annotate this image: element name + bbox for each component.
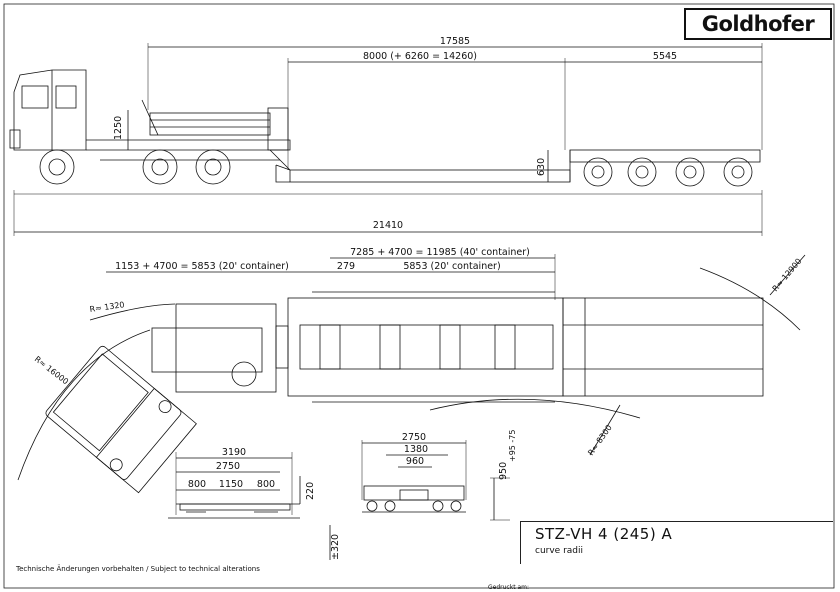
label-1250: 1250 [113, 116, 124, 140]
gooseneck-plan [151, 303, 289, 393]
tractor-side [9, 69, 291, 185]
label-1380: 1380 [404, 444, 428, 455]
label-950: 950 [498, 462, 509, 480]
label-20-container-right: 5853 (20' container) [403, 261, 500, 272]
arc-16000 [17, 329, 151, 481]
label-17585: 17585 [440, 36, 470, 47]
title-block: STZ-VH 4 (245) A curve radii [520, 521, 833, 564]
label-1150: 1150 [219, 479, 243, 490]
label-320: ±320 [330, 534, 341, 560]
tractor-plan [45, 345, 197, 494]
label-3190: 3190 [222, 447, 246, 458]
goldhofer-logo: Goldhofer [684, 8, 832, 40]
label-20-container-left: 1153 + 4700 = 5853 (20' container) [115, 261, 289, 272]
logo-text: Goldhofer [701, 12, 815, 36]
label-21410: 21410 [373, 220, 403, 231]
label-40-container: 7285 + 4700 = 11985 (40' container) [350, 247, 530, 258]
label-radius-12900: R≈ 12900 [771, 257, 804, 294]
footer-note: Technische Änderungen vorbehalten / Subj… [16, 565, 260, 573]
label-2750-right: 2750 [402, 432, 426, 443]
label-960: 960 [406, 456, 424, 467]
arc-12900 [699, 267, 801, 331]
rear-view-left [168, 452, 301, 519]
label-radius-16000: R≈ 16000 [33, 354, 70, 386]
label-800-a: 800 [188, 479, 206, 490]
label-630: 630 [536, 158, 547, 176]
arc-8300 [429, 398, 641, 419]
lowbed-side [269, 149, 761, 187]
model-title: STZ-VH 4 (245) A [535, 525, 673, 543]
label-800-b: 800 [257, 479, 275, 490]
label-deck-length: 8000 (+ 6260 = 14260) [363, 51, 477, 62]
printed-date-label: Gedruckt am: [488, 584, 529, 591]
label-radius-8300: R≈ 8300 [586, 423, 614, 457]
rear-view-right [361, 440, 510, 521]
label-5545: 5545 [653, 51, 677, 62]
sheet-border [3, 3, 835, 589]
label-279: 279 [337, 261, 355, 272]
label-2750-left: 2750 [216, 461, 240, 472]
arc-1320 [89, 303, 176, 321]
label-220: 220 [305, 482, 316, 500]
label-950-tol: +95 -75 [508, 430, 517, 463]
drawing-subtitle: curve radii [535, 546, 584, 556]
lowbed-plan [287, 291, 764, 403]
